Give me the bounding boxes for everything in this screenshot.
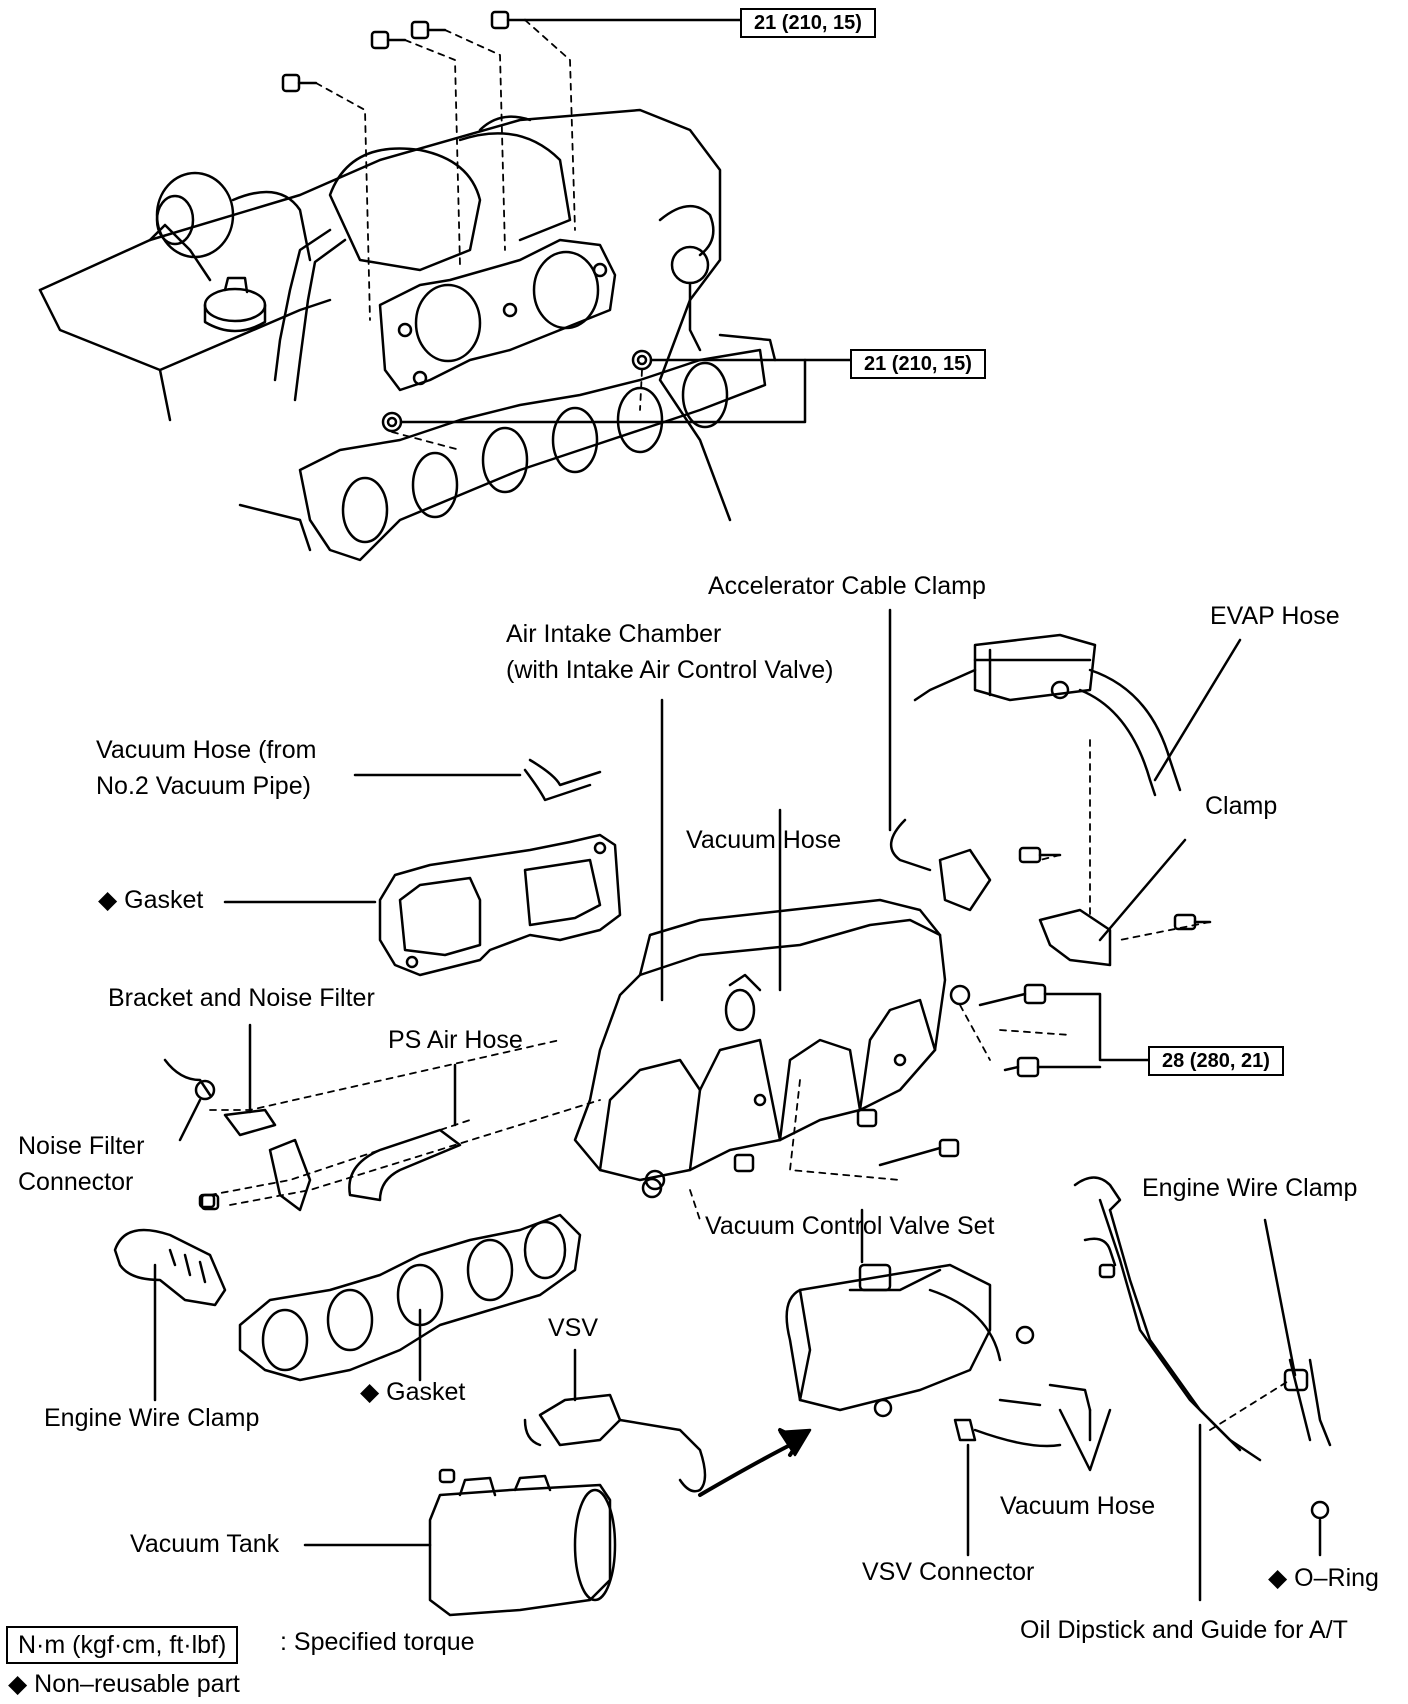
label-air-intake-chamber-sub: (with Intake Air Control Valve) <box>506 656 834 684</box>
label-noise-filter-connector-sub: Connector <box>18 1168 134 1196</box>
accelerator-clamp <box>890 818 1062 912</box>
gasket-lower <box>238 1213 582 1382</box>
label-accelerator-cable-clamp: Accelerator Cable Clamp <box>708 572 986 600</box>
label-air-intake-chamber: Air Intake Chamber <box>506 620 722 648</box>
chamber-bolts <box>200 983 1047 1211</box>
label-engine-wire-clamp-right: Engine Wire Clamp <box>1142 1174 1358 1202</box>
bracket-noise-filter <box>163 1058 312 1212</box>
label-vsv-connector: VSV Connector <box>862 1558 1035 1586</box>
label-vacuum-hose-no2: Vacuum Hose (from <box>96 736 317 764</box>
legend-torque-unit: N·m (kgf·cm, ft·lbf) <box>6 1626 239 1664</box>
clamp-part <box>1038 908 1212 967</box>
label-oil-dipstick: Oil Dipstick and Guide for A/T <box>1020 1616 1348 1644</box>
air-intake-chamber <box>573 898 947 1191</box>
vacuum-tank <box>428 1468 617 1617</box>
label-clamp: Clamp <box>1205 792 1278 820</box>
torque-spec-chamber: 28 (280, 21) <box>1148 1046 1284 1076</box>
oil-dipstick <box>1073 1176 1330 1520</box>
label-gasket-lower: ◆ Gasket <box>360 1378 466 1406</box>
vsv <box>523 1393 707 1493</box>
label-gasket-upper: ◆ Gasket <box>98 886 204 914</box>
label-bracket-noise-filter: Bracket and Noise Filter <box>108 984 375 1012</box>
top-bolts <box>281 10 653 433</box>
label-vacuum-hose-top: Vacuum Hose <box>686 826 842 854</box>
legend-non-reusable: ◆ Non–reusable part <box>8 1670 240 1698</box>
torque-spec-nuts: 21 (210, 15) <box>850 349 986 379</box>
legend-torque-desc: : Specified torque <box>280 1628 475 1656</box>
torque-spec-top: 21 (210, 15) <box>740 8 876 38</box>
label-o-ring: ◆ O–Ring <box>1268 1564 1379 1592</box>
vacuum-hose-no2 <box>523 768 592 802</box>
label-vacuum-hose-bottom: Vacuum Hose <box>1000 1492 1156 1520</box>
engine-wire-clamp-left <box>113 1228 227 1307</box>
label-vacuum-hose-no2-sub: No.2 Vacuum Pipe) <box>96 772 311 800</box>
engine-wire-clamp-right <box>1283 1358 1332 1447</box>
vacuum-control-valve-set <box>785 1263 1092 1448</box>
gasket-upper <box>378 833 622 977</box>
label-vacuum-tank: Vacuum Tank <box>130 1530 280 1558</box>
evap-canister <box>913 633 1182 797</box>
label-engine-wire-clamp-left: Engine Wire Clamp <box>44 1404 260 1432</box>
label-vsv: VSV <box>548 1314 599 1342</box>
label-ps-air-hose: PS Air Hose <box>388 1026 523 1054</box>
label-evap-hose: EVAP Hose <box>1210 602 1340 630</box>
engine-top-view <box>38 10 852 562</box>
ps-air-hose <box>348 1128 462 1202</box>
label-vacuum-control-valve-set: Vacuum Control Valve Set <box>705 1212 995 1240</box>
label-noise-filter-connector: Noise Filter <box>18 1132 145 1160</box>
